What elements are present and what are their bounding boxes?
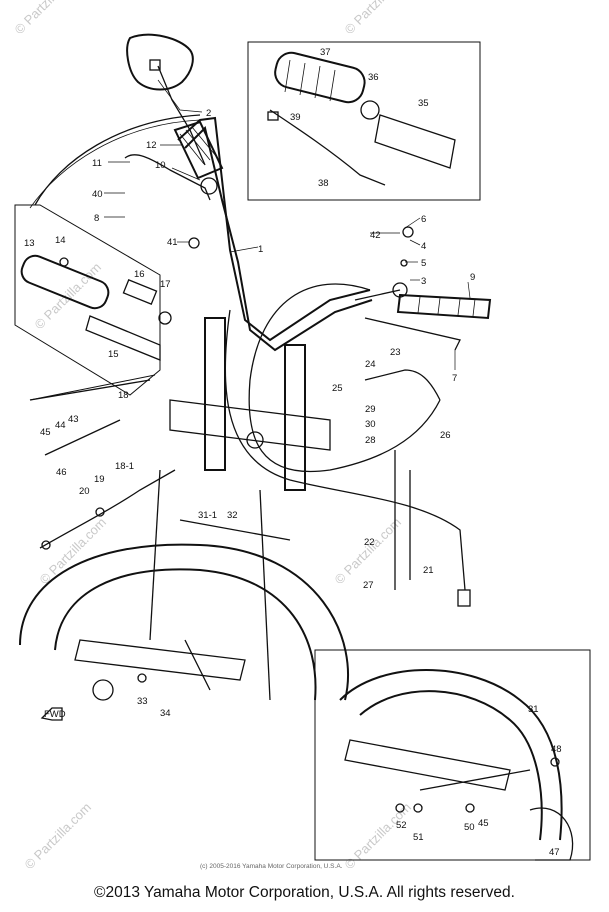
part-label: 43 (68, 414, 79, 425)
watermark: © Partzilla.com (12, 0, 85, 37)
fwd-label: FWD (44, 709, 66, 720)
part-label: 5 (421, 258, 426, 269)
part-label: 32 (227, 510, 238, 521)
choke-cable-drawing (29, 374, 176, 550)
part-label: 20 (79, 486, 90, 497)
watermark: © Partzilla.com (37, 515, 110, 588)
part-label: 31-1 (198, 510, 217, 521)
part-label: 23 (390, 347, 401, 358)
part-label: 50 (464, 822, 475, 833)
part-label: 29 (365, 404, 376, 415)
part-label: 46 (56, 467, 67, 478)
part-label: 52 (396, 820, 407, 831)
part-number-labels: 1 2 3 4 5 6 7 8 9 10 11 12 13 14 15 16 1… (24, 47, 562, 858)
part-label: 2 (206, 108, 211, 119)
part-label: 37 (320, 47, 331, 58)
part-label: 21 (423, 565, 434, 576)
part-label: 13 (24, 238, 35, 249)
part-label: 15 (108, 349, 119, 360)
part-label: 45 (40, 427, 51, 438)
part-label: 40 (92, 189, 103, 200)
part-label: 16 (134, 269, 145, 280)
fork-and-frame-drawing (149, 317, 331, 701)
part-label: 7 (452, 373, 457, 384)
inner-copyright: (c) 2005-2016 Yamaha Motor Corporation, … (200, 863, 343, 870)
part-label: 6 (421, 214, 426, 225)
part-label: 10 (155, 160, 166, 171)
part-label: 41 (167, 237, 178, 248)
left-switch-inset (14, 204, 172, 396)
part-label: 31 (528, 704, 539, 715)
left-grip-drawing (124, 120, 224, 249)
watermark: © Partzilla.com (342, 0, 415, 37)
part-label: 38 (318, 178, 329, 189)
part-label: 36 (368, 72, 379, 83)
throttle-cable-line (29, 119, 201, 209)
part-label: 12 (146, 140, 157, 151)
part-label: 44 (55, 420, 66, 431)
right-grip-drawing (354, 226, 492, 351)
leader-lines (104, 79, 471, 370)
handlebar-drawing (177, 116, 373, 352)
part-label: 14 (55, 235, 66, 246)
watermark: © Partzilla.com (22, 800, 95, 873)
part-label: 39 (290, 112, 301, 123)
part-label: 45 (478, 818, 489, 829)
part-label: 34 (160, 708, 171, 719)
part-label: 11 (92, 158, 102, 169)
part-label: 51 (413, 832, 424, 843)
part-label: 33 (137, 696, 148, 707)
part-label: 22 (364, 537, 375, 548)
part-label: 8 (94, 213, 99, 224)
part-label: 30 (365, 419, 376, 430)
part-label: 18 (118, 390, 129, 401)
throttle-grip-inset (247, 41, 481, 201)
part-label: 4 (421, 241, 426, 252)
watermark: © Partzilla.com (332, 515, 405, 588)
part-label: 47 (549, 847, 560, 858)
part-label: 9 (470, 272, 475, 283)
part-label: 17 (160, 279, 171, 290)
watermark: © Partzilla.com (32, 260, 105, 333)
alternate-fender-inset (314, 649, 591, 861)
part-label: 48 (551, 744, 562, 755)
part-label: 25 (332, 383, 343, 394)
copyright-footer: ©2013 Yamaha Motor Corporation, U.S.A. A… (94, 884, 515, 901)
mirror-drawing (126, 33, 206, 166)
forward-direction-arrow: FWD (40, 707, 66, 721)
part-label: 28 (365, 435, 376, 446)
part-label: 1 (258, 244, 263, 255)
front-fender-drawing (19, 543, 349, 701)
part-label: 26 (440, 430, 451, 441)
part-label: 3 (421, 276, 426, 287)
part-label: 19 (94, 474, 105, 485)
part-label: 42 (370, 230, 381, 241)
control-cables-drawing (224, 283, 471, 607)
part-label: 27 (363, 580, 374, 591)
part-label: 35 (418, 98, 429, 109)
part-label: 24 (365, 359, 376, 370)
part-label: 18-1 (115, 461, 134, 472)
throttle-cable-line (34, 114, 201, 206)
